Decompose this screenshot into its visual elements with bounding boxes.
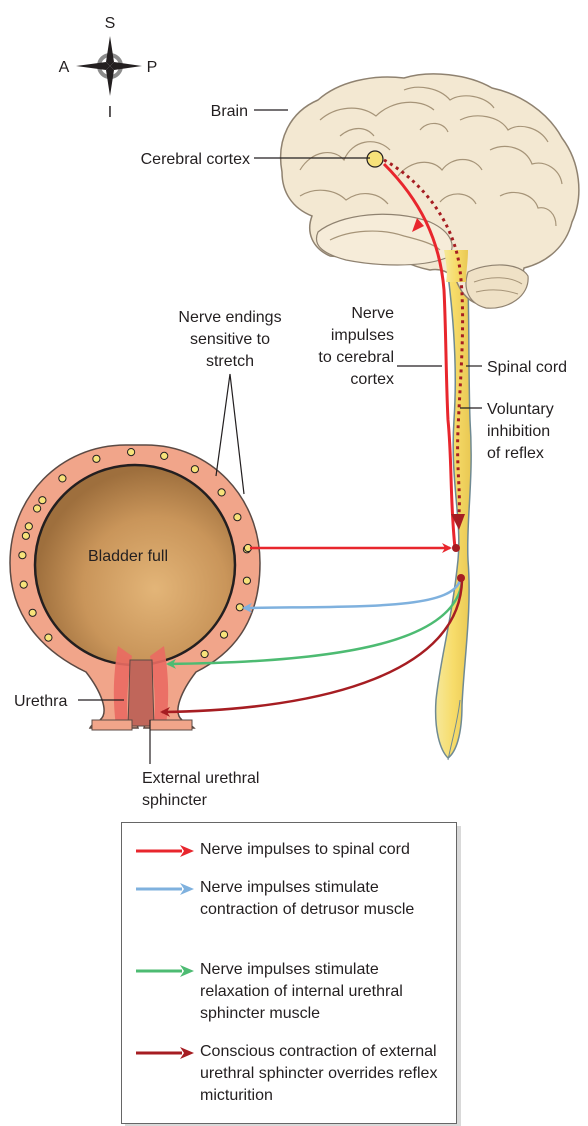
nerve-ending-dot (93, 455, 100, 462)
cortex-node (367, 151, 383, 167)
cord-synapse-lower (457, 574, 465, 582)
nerve-impulses-label-2: impulses (331, 327, 394, 344)
cord-synapse-upper (452, 544, 460, 552)
urethra-label: Urethra (14, 693, 67, 710)
cerebral-cortex-label: Cerebral cortex (141, 151, 250, 168)
nerve-ending-dot (218, 489, 225, 496)
legend-text-internal-sphincter: Nerve impulses stimulate relaxation of i… (200, 959, 450, 1025)
compass-inferior-label: I (108, 104, 112, 121)
compass-south-point (106, 66, 114, 96)
nerve-ending-dot (201, 650, 208, 657)
compass-superior-label: S (105, 15, 116, 32)
legend: Nerve impulses to spinal cord Nerve impu… (121, 822, 457, 1124)
compass-west-point (76, 62, 110, 70)
voluntary-inhibition-label-2: inhibition (487, 423, 550, 440)
bladder (10, 445, 260, 730)
bladder-full-label: Bladder full (88, 548, 168, 565)
legend-arrow-blue-icon (136, 883, 194, 895)
nerve-impulses-label-1: Nerve (351, 305, 394, 322)
nerve-ending-dot (191, 466, 198, 473)
voluntary-inhibition-label-3: of reflex (487, 445, 544, 462)
brain-outline (281, 74, 579, 304)
nerve-ending-dot (45, 634, 52, 641)
detrusor-arrow (244, 580, 460, 608)
voluntary-inhibition-label-1: Voluntary (487, 401, 554, 418)
nerve-ending-dot (128, 449, 135, 456)
nerve-endings-label-3: stretch (206, 353, 254, 370)
nerve-impulses-label-3: to cerebral (318, 349, 394, 366)
nerve-impulses-label-4: cortex (350, 371, 394, 388)
nerve-ending-dot (34, 505, 41, 512)
compass-north-point (106, 36, 114, 66)
nerve-endings-label-2: sensitive to (190, 331, 270, 348)
brain (281, 74, 579, 308)
nerve-ending-dot (29, 609, 36, 616)
compass-east-point (110, 62, 142, 70)
legend-text-sensory: Nerve impulses to spinal cord (200, 839, 450, 861)
legend-arrow-darkred-icon (136, 1047, 194, 1059)
nerve-ending-dot (20, 581, 27, 588)
external-sphincter-label-2: sphincter (142, 792, 208, 809)
spinal-cord-label: Spinal cord (487, 359, 567, 376)
nerve-ending-dot (39, 497, 46, 504)
urethra-tube (128, 660, 154, 726)
cerebellum (466, 265, 528, 308)
nerve-ending-dot (19, 552, 26, 559)
legend-arrow-red-icon (136, 845, 194, 857)
nerve-ending-dot (161, 452, 168, 459)
nerve-ending-dot (243, 577, 250, 584)
legend-text-detrusor: Nerve impulses stimulate contraction of … (200, 877, 450, 921)
nerve-ending-dot (236, 604, 243, 611)
compass-anterior-label: A (59, 59, 70, 76)
nerve-ending-dot (220, 631, 227, 638)
compass-posterior-label: P (147, 59, 158, 76)
compass: S I A P (59, 15, 158, 121)
external-sphincter-label-1: External urethral (142, 770, 259, 787)
nerve-ending-dot (234, 514, 241, 521)
legend-text-external-sphincter: Conscious contraction of external urethr… (200, 1041, 450, 1107)
nerve-ending-dot (59, 475, 66, 482)
brainstem (444, 250, 468, 282)
bladder-lumen (35, 465, 235, 665)
nerve-ending-dot (22, 532, 29, 539)
nerve-endings-label-1: Nerve endings (178, 309, 281, 326)
legend-arrow-green-icon (136, 965, 194, 977)
nerve-ending-dot (25, 523, 32, 530)
brain-label: Brain (211, 103, 248, 120)
